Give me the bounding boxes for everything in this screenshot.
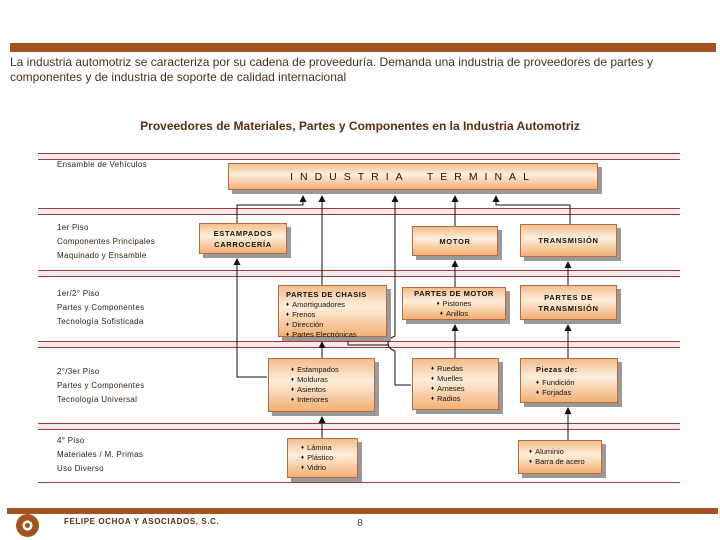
intro-paragraph: La industria automotriz se caracteriza p… xyxy=(10,55,654,84)
diamond-bullet-icon: ♦ xyxy=(291,397,295,403)
diamond-bullet-icon: ♦ xyxy=(529,459,533,465)
box-partes-transmision: PARTES DE TRANSMISIÓN xyxy=(520,285,617,320)
diamond-bullet-icon: ♦ xyxy=(291,387,295,393)
box-label: TRANSMISIÓN xyxy=(538,236,599,245)
box-title: PARTES DE MOTOR xyxy=(414,289,494,298)
diamond-bullet-icon: ♦ xyxy=(301,455,305,461)
box-label: ESTAMPADOS xyxy=(213,228,273,238)
diamond-bullet-icon: ♦ xyxy=(431,386,435,392)
box-partes-motor: PARTES DE MOTOR ♦Pistones ♦Anillos xyxy=(402,287,506,320)
tier-label-line: Partes y Componentes xyxy=(57,303,145,312)
list-item: Barra de acero xyxy=(535,457,585,466)
tier-label-line: Maquinado y Ensamble xyxy=(57,251,147,260)
box-piezas: Piezas de: ♦Fundición ♦Forjadas xyxy=(520,358,618,403)
tier-label-line: Componentes Principales xyxy=(57,237,156,246)
tier-label-line: 1er/2° Piso xyxy=(57,289,100,298)
list-item: Fundición xyxy=(542,377,575,387)
tier-separator-line xyxy=(38,270,680,277)
box-aluminio-grupo: ♦Aluminio ♦Barra de acero xyxy=(518,440,602,474)
tier-label-line: Tecnología Universal xyxy=(57,395,138,404)
top-accent-bar xyxy=(10,43,716,52)
box-label: TRANSMISIÓN xyxy=(538,303,599,313)
list-item: Forjadas xyxy=(542,387,572,397)
list-item: Molduras xyxy=(297,375,328,384)
tier-label-line: 4° Piso xyxy=(57,436,85,445)
list-item: Amortiguadores xyxy=(292,300,346,309)
diamond-bullet-icon: ♦ xyxy=(286,302,290,308)
list-item: Partes Electrónicas xyxy=(292,330,357,339)
list-item: Arneses xyxy=(437,384,465,393)
box-lamina-grupo: ♦Lámina ♦Plástico ♦Vidrio xyxy=(287,438,358,478)
box-motor: MOTOR xyxy=(412,226,498,256)
tier-label-line: Ensamble de Vehículos xyxy=(57,160,147,169)
tier-label-ensamble: Ensamble de Vehículos xyxy=(57,158,147,172)
box-title: PARTES DE CHASIS xyxy=(286,290,367,299)
tier-label-line: Uso Diverso xyxy=(57,464,104,473)
list-item: Radios xyxy=(437,394,461,403)
diamond-bullet-icon: ♦ xyxy=(291,377,295,383)
box-ruedas-grupo: ♦Ruedas ♦Muelles ♦Arneses ♦Radios xyxy=(412,358,499,410)
tier-label-line: 1er Piso xyxy=(57,223,89,232)
diamond-bullet-icon: ♦ xyxy=(291,367,295,373)
tier-label-line: Tecnología Sofisticada xyxy=(57,317,144,326)
diamond-bullet-icon: ♦ xyxy=(286,312,290,318)
diamond-bullet-icon: ♦ xyxy=(439,311,443,317)
list-item: Dirección xyxy=(292,320,324,329)
list-item: Ruedas xyxy=(437,364,463,373)
list-item: Vidrio xyxy=(307,463,327,472)
tier-separator-line xyxy=(38,482,680,483)
list-item: Muelles xyxy=(437,374,463,383)
box-title: Piezas de: xyxy=(536,364,578,374)
box-label: PARTES DE xyxy=(544,292,593,302)
list-item: Frenos xyxy=(292,310,316,319)
list-item: Aluminio xyxy=(535,447,564,456)
diamond-bullet-icon: ♦ xyxy=(431,376,435,382)
tier-label-1er-2do-piso: 1er/2° Piso Partes y Componentes Tecnolo… xyxy=(57,287,144,329)
box-estampados-grupo: ♦Estampados ♦Molduras ♦Asientos ♦Interio… xyxy=(268,358,375,412)
arrow-up-icon xyxy=(233,195,572,423)
diamond-bullet-icon: ♦ xyxy=(431,366,435,372)
tier-label-line: Partes y Componentes xyxy=(57,381,145,390)
diamond-bullet-icon: ♦ xyxy=(536,389,540,396)
list-item: Estampados xyxy=(297,365,339,374)
diamond-bullet-icon: ♦ xyxy=(529,449,533,455)
page-number: 8 xyxy=(357,518,363,529)
list-item: Plástico xyxy=(307,453,334,462)
company-name: FELIPE OCHOA Y ASOCIADOS, S.C. xyxy=(64,517,220,526)
tier-separator-line xyxy=(38,153,680,160)
diamond-bullet-icon: ♦ xyxy=(286,322,290,328)
tier-label-2do-3er-piso: 2°/3er Piso Partes y Componentes Tecnolo… xyxy=(57,365,144,407)
list-item: Pistones xyxy=(442,299,472,308)
box-label: INDUSTRIA TERMINAL xyxy=(290,170,536,183)
box-transmision: TRANSMISIÓN xyxy=(520,224,617,257)
diamond-bullet-icon: ♦ xyxy=(301,465,305,471)
diamond-bullet-icon: ♦ xyxy=(431,396,435,402)
diamond-bullet-icon: ♦ xyxy=(436,301,440,307)
list-item: Lámina xyxy=(307,443,332,452)
box-industria-terminal: INDUSTRIA TERMINAL xyxy=(228,163,598,190)
box-label: CARROCERÍA xyxy=(214,239,272,249)
list-item: Asientos xyxy=(297,385,326,394)
list-item: Anillos xyxy=(445,309,469,318)
box-partes-chasis: PARTES DE CHASIS ♦Amortiguadores ♦Frenos… xyxy=(278,285,387,339)
bottom-accent-bar xyxy=(7,508,718,514)
list-item: Interiores xyxy=(297,395,329,404)
tier-label-line: Materiales / M. Primas xyxy=(57,450,144,459)
box-estampados-carroceria: ESTAMPADOS CARROCERÍA xyxy=(199,223,287,254)
tier-label-line: 2°/3er Piso xyxy=(57,367,100,376)
diamond-bullet-icon: ♦ xyxy=(286,332,290,338)
diamond-bullet-icon: ♦ xyxy=(536,379,540,386)
tier-label-4to-piso: 4° Piso Materiales / M. Primas Uso Diver… xyxy=(57,434,143,476)
slide-title: Proveedores de Materiales, Partes y Comp… xyxy=(140,119,580,133)
box-label: MOTOR xyxy=(439,236,471,246)
tier-separator-line xyxy=(38,208,680,215)
tier-label-1er-piso: 1er Piso Componentes Principales Maquina… xyxy=(57,221,155,263)
felipe-ochoa-logo-icon xyxy=(16,514,39,537)
diamond-bullet-icon: ♦ xyxy=(301,445,305,451)
tier-separator-line xyxy=(38,423,680,430)
